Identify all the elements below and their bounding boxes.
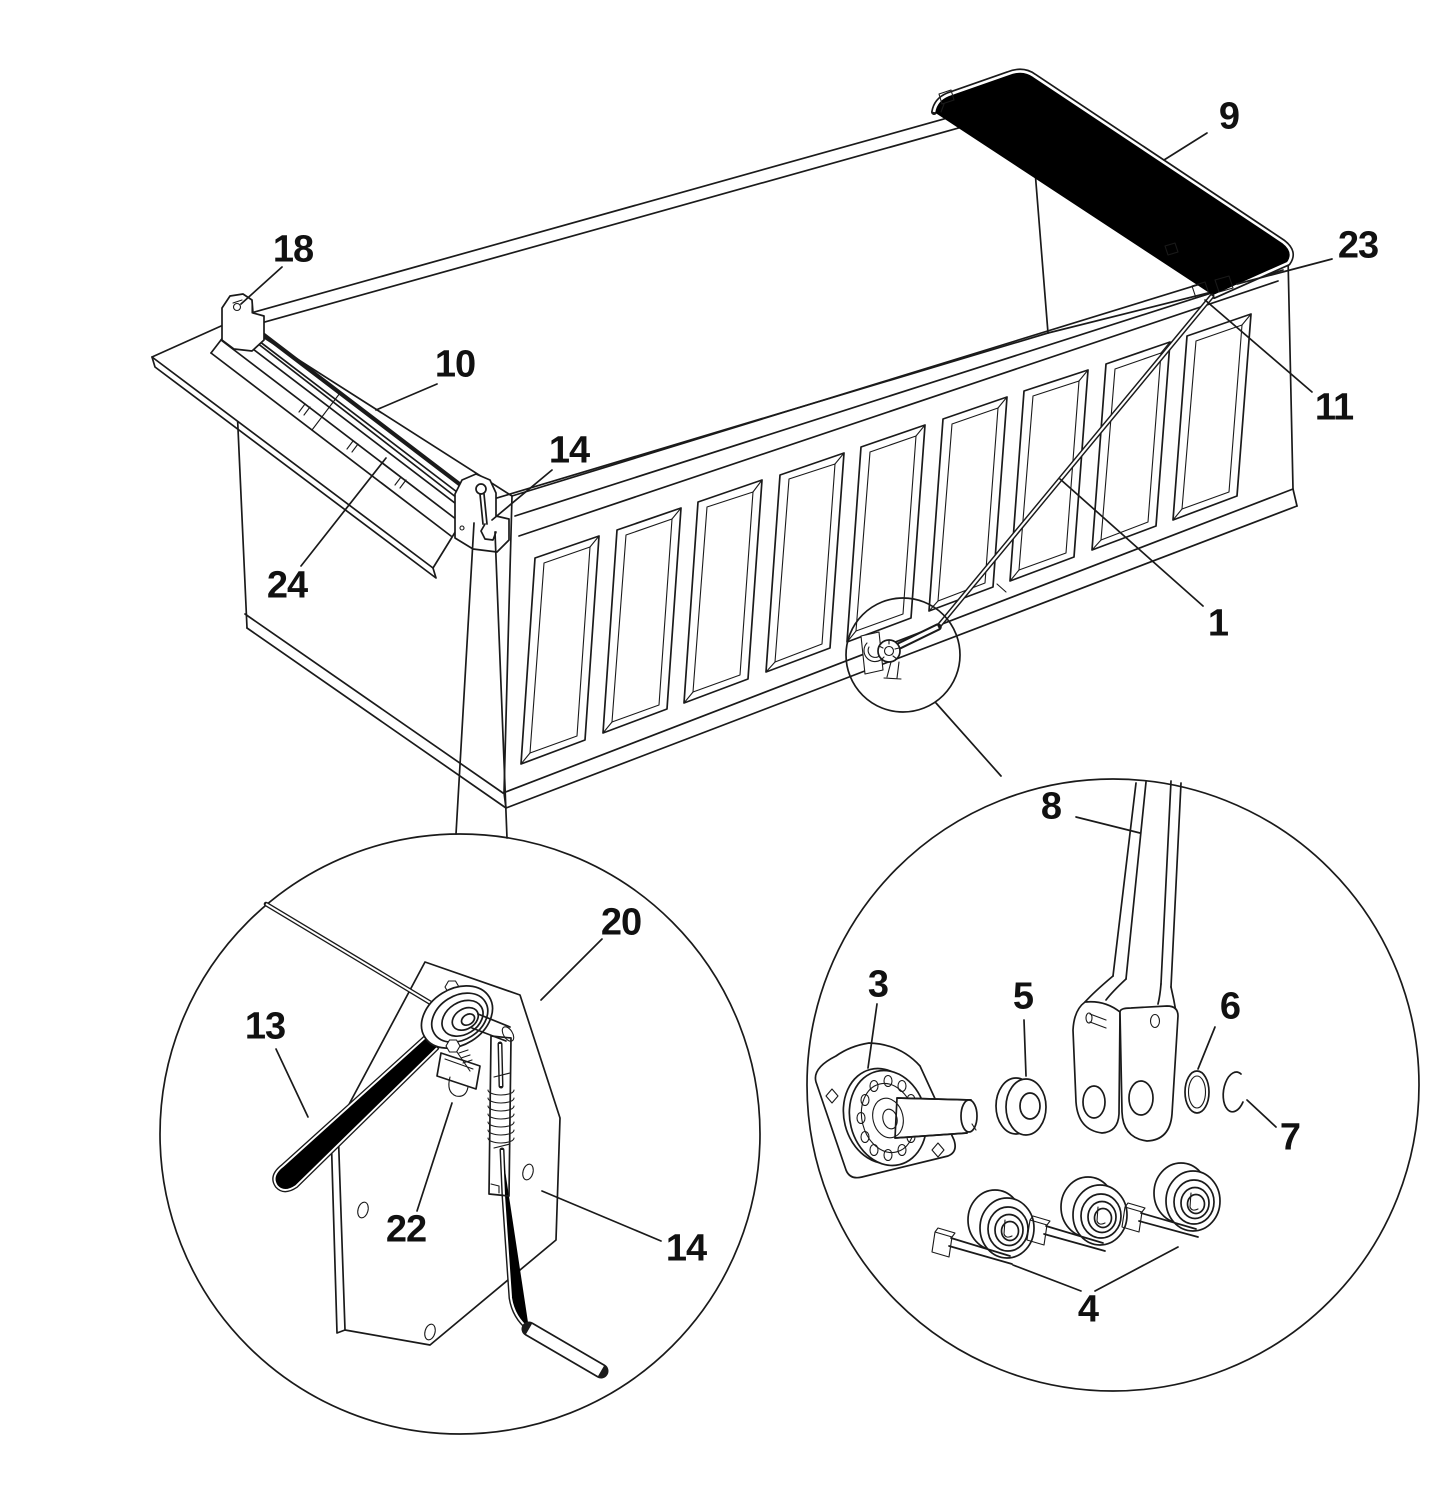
ratchet-hub-3 (814, 1042, 978, 1179)
callout-3: 3 (867, 963, 889, 1006)
callout-10: 10 (434, 343, 476, 386)
detail-marker-circle-right (845, 597, 961, 713)
detail-projection-left-b (494, 531, 508, 839)
callout-8: 8 (1040, 785, 1062, 828)
pivot-ratchet (860, 631, 902, 680)
callout-24: 24 (266, 564, 308, 607)
detail-projection-left-a (455, 522, 475, 835)
detail-circle-left (159, 833, 761, 1435)
leader-lines (240, 132, 1333, 1292)
callout-4: 4 (1077, 1288, 1099, 1331)
callout-13: 13 (244, 1005, 286, 1048)
crank-latch-detail (263, 901, 609, 1379)
callout-5: 5 (1012, 975, 1034, 1018)
pin-14-head (475, 483, 487, 495)
callout-23: 23 (1337, 224, 1379, 267)
callout-14-detail: 14 (665, 1227, 707, 1270)
clevis-plates (1072, 1000, 1179, 1142)
callout-9: 9 (1218, 95, 1240, 138)
pivot-exploded-detail (814, 780, 1244, 1265)
detail-circle-right (806, 778, 1420, 1392)
washer-6 (1184, 1070, 1210, 1114)
callout-1: 1 (1207, 602, 1229, 645)
tarp-roller-assembly (151, 293, 510, 579)
lock-rod-13 (263, 901, 452, 1193)
torsion-coil-hub (420, 985, 494, 1049)
side-panels (520, 313, 1252, 765)
callout-20: 20 (600, 901, 642, 944)
bow-clip (938, 89, 955, 113)
dump-bed (232, 95, 1298, 809)
clamp-22 (436, 1039, 481, 1097)
detail-projection-right (935, 702, 1002, 777)
tarp-bow (931, 68, 1295, 299)
callout-22: 22 (385, 1208, 427, 1251)
bow-end-fitting-23 (1214, 275, 1234, 293)
callout-7: 7 (1279, 1116, 1301, 1159)
arm-8 (1084, 780, 1182, 1013)
tension-arm (845, 293, 1215, 777)
callout-6: 6 (1219, 985, 1241, 1028)
mounting-plate-20 (330, 961, 561, 1346)
clock-springs-4 (931, 1162, 1221, 1265)
callout-18: 18 (272, 228, 314, 271)
end-plate-18 (221, 293, 265, 352)
bow-mid-clip (1164, 242, 1179, 256)
callout-11: 11 (1314, 386, 1354, 429)
snap-ring-7 (1222, 1071, 1244, 1113)
hanger-strap (488, 1035, 512, 1197)
bow-clamp-11 (1191, 281, 1210, 299)
callout-14-top: 14 (548, 429, 590, 472)
apron-board (151, 321, 471, 569)
bushing-5 (995, 1077, 1047, 1136)
